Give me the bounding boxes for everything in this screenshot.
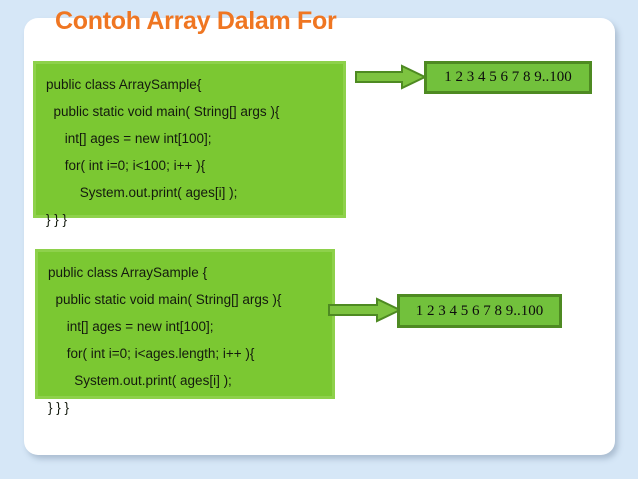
output-text: 1 2 3 4 5 6 7 8 9..100	[415, 302, 544, 319]
code-block-array-sample-length-bound: public class ArraySample { public static…	[35, 249, 335, 415]
output-text: 1 2 3 4 5 6 7 8 9..100	[444, 69, 572, 85]
output-box-length-bound: 1 2 3 4 5 6 7 8 9..100	[397, 294, 562, 328]
page-title: Contoh Array Dalam For	[55, 7, 337, 35]
arrow-right-icon	[328, 297, 402, 323]
code-block-array-sample-fixed-bound: public class ArraySample{ public static …	[33, 61, 346, 227]
output-box-fixed-bound: 1 2 3 4 5 6 7 8 9..100	[424, 61, 592, 94]
arrow-right-icon	[355, 64, 427, 90]
